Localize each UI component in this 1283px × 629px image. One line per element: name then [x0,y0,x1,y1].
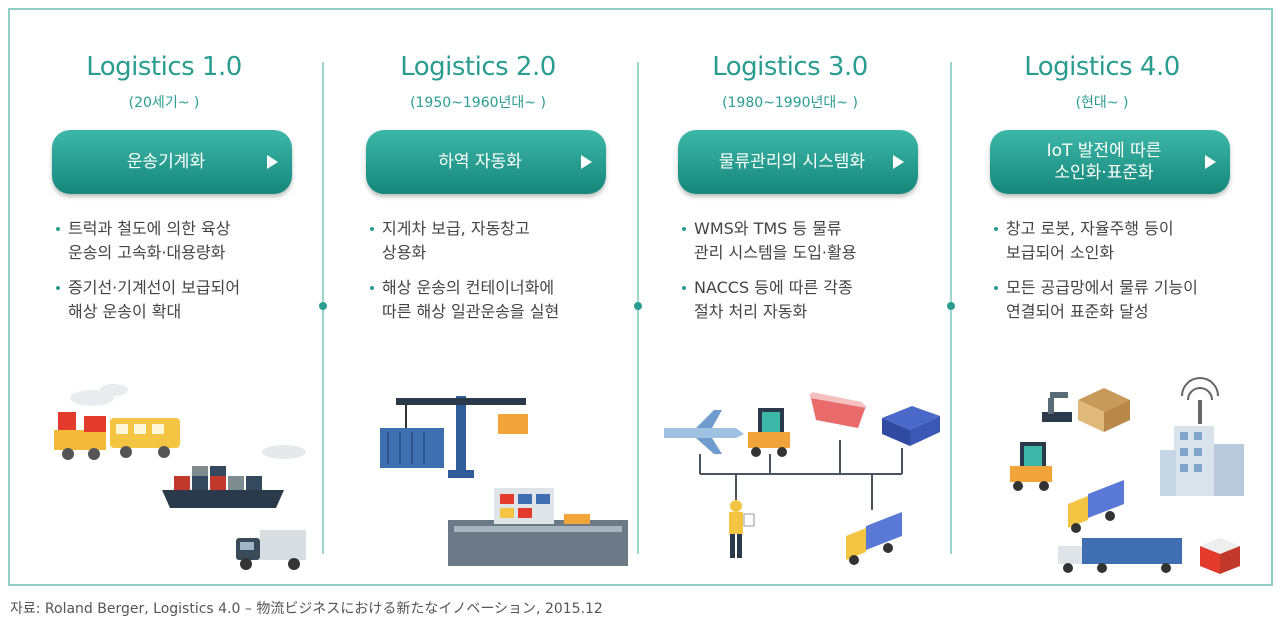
stage-theme-pill: IoT 발전에 따른 소인화·표준화 [990,130,1230,194]
port-terminal-icon [448,488,628,566]
wireless-tower-icon [1181,377,1219,424]
play-arrow-icon [1205,155,1216,169]
bullet-item: 모든 공급망에서 물류 기능이 연결되어 표준화 달성 [994,276,1244,324]
bullet-item: 트럭과 철도에 의한 육상 운송의 고속화·대용량화 [56,217,306,265]
stage-illustration [664,392,940,565]
container-ship-icon [162,445,306,508]
stage-theme-pill: 하역 자동화 [366,130,606,194]
play-arrow-icon [893,155,904,169]
stage-period: (현대~ ) [1075,95,1129,111]
bullet-dot-icon [994,286,998,290]
column-divider-1 [319,62,327,554]
stage-theme-pill: 운송기계화 [52,130,292,194]
stage-title: Logistics 3.0 [712,52,868,82]
stage-theme-label: IoT 발전에 따른 소인화·표준화 [1046,141,1162,183]
divider-dot [319,302,327,310]
column-divider-3 [947,62,955,554]
diagram-frame: Logistics 1.0 (20세기~ ) 운송기계화 트럭과 철도에 의한 … [8,8,1273,586]
bullet-dot-icon [682,286,686,290]
stage-logistics-1: Logistics 1.0 (20세기~ ) 운송기계화 트럭과 철도에 의한 … [14,10,314,588]
divider-dot [634,302,642,310]
stage-logistics-4: Logistics 4.0 (현대~ ) IoT 발전에 따른 소인화·표준화 … [952,10,1252,588]
stage-theme-label: 물류관리의 시스템화 [718,152,866,172]
column-divider-2 [634,62,642,554]
stage-period: (20세기~ ) [128,95,200,111]
stage-bullets: 창고 로봇, 자율주행 등이 보급되어 소인화 모든 공급망에서 물류 기능이 … [994,217,1244,335]
worker-icon [729,500,755,558]
smart-building-icon [1160,426,1244,496]
stage-illustration [1010,377,1244,574]
stage-bullets: 트럭과 철도에 의한 육상 운송의 고속화·대용량화 증기선·기계선이 보급되어… [56,217,306,335]
truck-icon [236,530,306,570]
stage-logistics-2: Logistics 2.0 (1950~1960년대~ ) 하역 자동화 지게차… [328,10,628,588]
warehouse-icon [882,406,940,446]
truck-icon [1068,480,1124,533]
divider-dot [947,302,955,310]
bullet-dot-icon [56,286,60,290]
robot-arm-icon [1042,392,1072,422]
stage-theme-label: 하역 자동화 [438,152,522,172]
container-crane-icon [380,396,528,478]
steam-train-icon [54,384,180,460]
bullet-item: 창고 로봇, 자율주행 등이 보급되어 소인화 [994,217,1244,265]
ship-icon [810,392,866,428]
cargo-box-icon [1200,538,1240,574]
bullet-item: 지게차 보급, 자동창고 상용화 [370,217,620,265]
stage-theme-label: 운송기계화 [126,152,206,172]
play-arrow-icon [267,155,278,169]
bullet-dot-icon [370,286,374,290]
bullet-item: 증기선·기계선이 보급되어 해상 운송이 확대 [56,276,306,324]
stage-title: Logistics 2.0 [400,52,556,82]
bullet-item: NACCS 등에 따른 각종 절차 처리 자동화 [682,276,932,324]
forklift-icon [1010,442,1052,491]
warehouse-icon [1078,388,1130,432]
bullet-item: WMS와 TMS 등 물류 관리 시스템을 도입·활용 [682,217,932,265]
stage-title: Logistics 1.0 [86,52,242,82]
stage-theme-pill: 물류관리의 시스템화 [678,130,918,194]
stage-title: Logistics 4.0 [1024,52,1180,82]
stage-illustration [54,384,306,570]
play-arrow-icon [581,155,592,169]
bullet-item: 해상 운송의 컨테이너화에 따른 해상 일관운송을 실현 [370,276,620,324]
forklift-icon [748,408,790,457]
stage-period: (1980~1990년대~ ) [722,95,858,111]
stage-bullets: 지게차 보급, 자동창고 상용화 해상 운송의 컨테이너화에 따른 해상 일관운… [370,217,620,335]
stage-period: (1950~1960년대~ ) [410,95,546,111]
bullet-dot-icon [682,227,686,231]
bullet-dot-icon [994,227,998,231]
truck-icon [846,512,902,565]
airplane-icon [664,410,744,454]
source-caption: 자료: Roland Berger, Logistics 4.0 – 物流ビジネ… [10,601,603,617]
stage-illustration [380,396,628,566]
bullet-dot-icon [370,227,374,231]
stage-bullets: WMS와 TMS 등 물류 관리 시스템을 도입·활용 NACCS 등에 따른 … [682,217,932,335]
container-truck-icon [1058,538,1182,573]
bullet-dot-icon [56,227,60,231]
stage-logistics-3: Logistics 3.0 (1980~1990년대~ ) 물류관리의 시스템화… [640,10,940,588]
